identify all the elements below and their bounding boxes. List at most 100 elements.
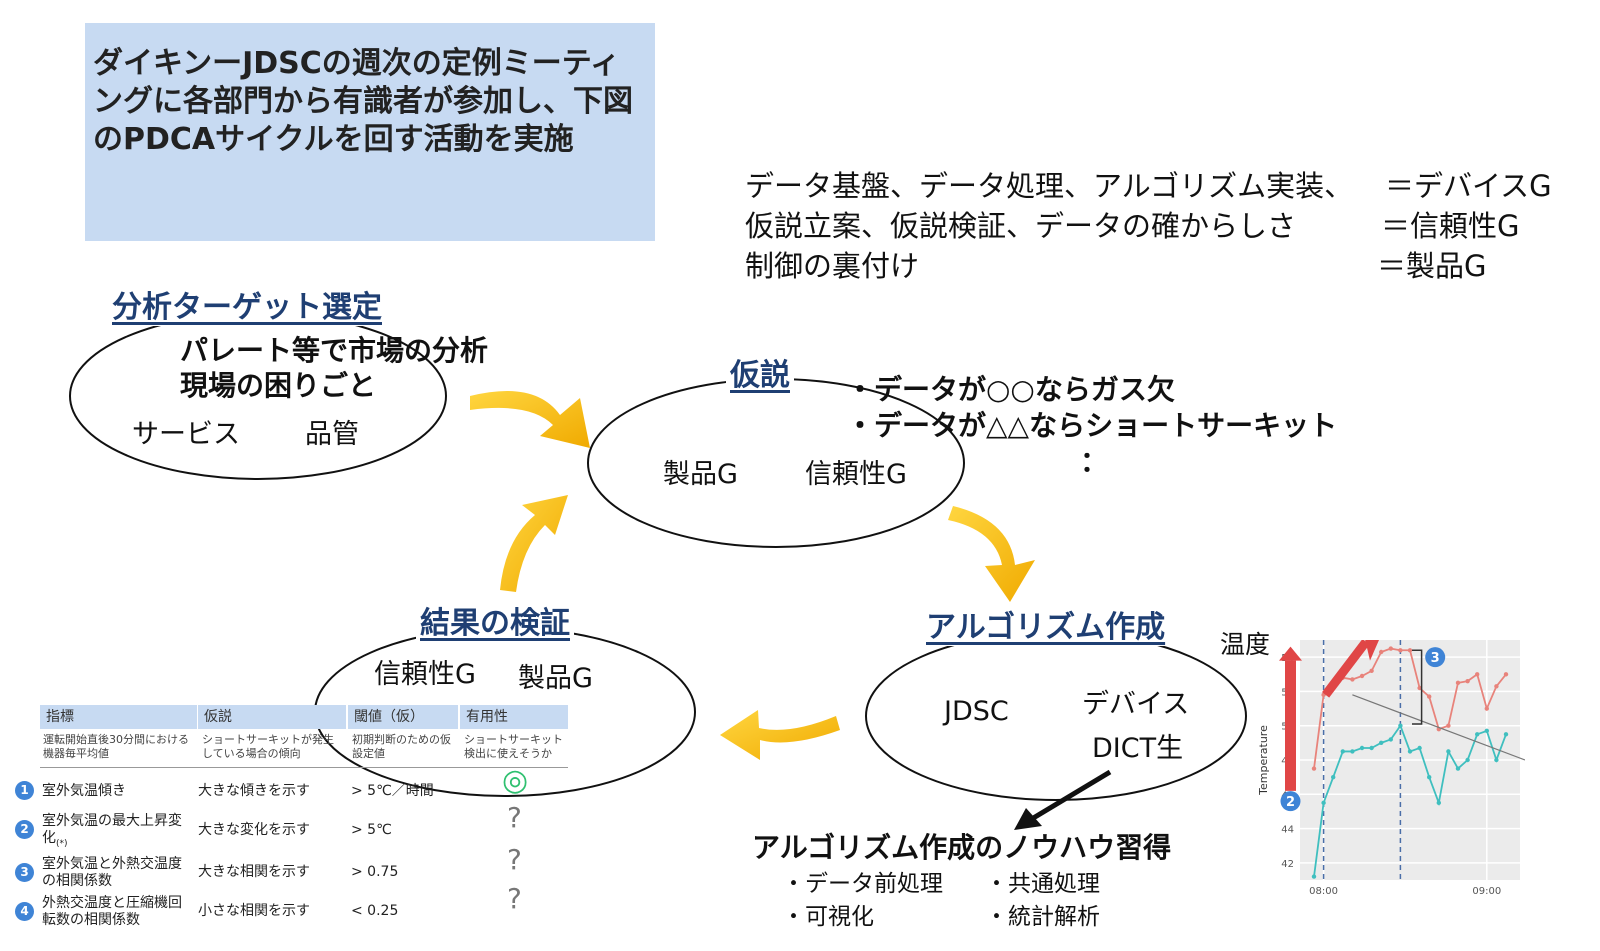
group-assignments: データ基盤、データ処理、アルゴリズム実装、 ＝デバイスG 仮説立案、仮説検証、デ…: [745, 166, 1595, 296]
algorithm-member-dict: DICT生: [1092, 733, 1184, 764]
algorithm-member-device: デバイス: [1082, 689, 1190, 720]
knowhow-item-stats: ・統計解析: [985, 904, 1100, 930]
hypothesis-note-gas: ・データが○○ならガス欠: [846, 373, 1175, 406]
row-threshold: > 0.75: [351, 864, 399, 880]
slope-arrow-head: [1365, 640, 1379, 661]
data-point: [1417, 685, 1422, 691]
data-point: [1484, 728, 1489, 734]
row-threshold: > 5℃／時間: [351, 783, 434, 799]
knowhow-item-visualize: ・可視化: [782, 904, 874, 930]
marker-number: 3: [1431, 651, 1440, 666]
target-member-qa: 品管: [305, 419, 359, 450]
table-subheader-usefulness: ショートサーキット検出に使えそうか: [464, 733, 563, 760]
hypothesis-title: 仮説: [726, 350, 794, 394]
intro-box: ダイキンーJDSCの週次の定例ミーティングに各部門から有識者が参加し、下図のPD…: [85, 23, 655, 241]
target-title: 分析ターゲット選定: [108, 282, 386, 326]
row-usefulness-question: ?: [507, 843, 522, 876]
data-point: [1427, 694, 1432, 699]
data-point: [1321, 800, 1326, 806]
group-row-device: データ基盤、データ処理、アルゴリズム実装、: [745, 166, 1353, 206]
data-point: [1503, 672, 1509, 677]
data-point: [1436, 800, 1441, 806]
data-point: [1388, 737, 1393, 742]
data-point: [1503, 732, 1509, 737]
marker-badge: [1425, 647, 1446, 668]
y-axis-label: Temperature: [1257, 725, 1270, 796]
data-point: [1359, 673, 1365, 679]
row-hypothesis: 大きな変化を示す: [198, 822, 310, 838]
data-point: [1494, 684, 1499, 689]
hypothesis-note-short: ・データが△△ならショートサーキット: [846, 409, 1338, 442]
data-point: [1350, 677, 1355, 682]
row-metric: 外熱交温度と圧縮機回転数の相関係数: [42, 895, 182, 928]
row-usefulness-double-circle: ◎: [502, 763, 529, 798]
group-row-reliability: 仮説立案、仮説検証、データの確からしさ: [745, 206, 1296, 246]
table-subheader-threshold: 初期判断のための仮設定値: [352, 733, 451, 760]
row-metric: 室外気温の最大上昇変化(*): [42, 813, 192, 853]
data-point: [1331, 774, 1336, 780]
data-point: [1446, 749, 1451, 754]
data-point: [1379, 740, 1384, 746]
data-point: [1340, 749, 1345, 754]
hypothesis-note-more: ：: [1080, 445, 1109, 478]
data-point: [1455, 766, 1461, 771]
row-threshold: > 5℃: [351, 822, 392, 838]
y-tick-label: 42: [1281, 859, 1294, 870]
x-tick-label: 09:00: [1472, 886, 1501, 897]
knowhow-arrow-head: [1014, 808, 1042, 830]
data-point: [1398, 648, 1403, 653]
marker-number: 2: [1286, 795, 1295, 810]
data-point: [1455, 680, 1461, 686]
data-point: [1494, 757, 1499, 763]
knowhow-title: アルゴリズム作成のノウハウ習得: [752, 831, 1172, 864]
data-point: [1465, 678, 1470, 684]
row-metric-text: 室外気温の最大上昇変化: [42, 813, 182, 846]
knowhow-item-common: ・共通処理: [985, 871, 1100, 897]
marker-badge: [1280, 791, 1301, 812]
table-header-metric: 指標: [40, 705, 197, 729]
verify-member-product: 製品G: [518, 663, 593, 694]
group-tasks: 制御の裏付け: [745, 249, 920, 283]
y-tick-label: 44: [1281, 825, 1294, 836]
data-point: [1369, 745, 1374, 751]
row-number-badge: 2: [15, 820, 34, 839]
arrow-hypothesis-to-algorithm: [948, 506, 1035, 602]
table-header-threshold: 閾値（仮）: [348, 705, 458, 729]
arrow-target-to-hypothesis: [470, 390, 590, 448]
row-metric: 室外気温と外熱交温度の相関係数: [42, 856, 182, 889]
data-point: [1350, 749, 1355, 754]
row-hypothesis: 小さな相関を示す: [198, 903, 310, 919]
group-tasks: 仮説立案、仮説検証、データの確からしさ: [745, 209, 1297, 243]
group-tasks: データ基盤、データ処理、アルゴリズム実装、: [745, 169, 1354, 203]
hypothesis-member-product: 製品G: [663, 459, 738, 490]
target-line1: パレート等で市場の分析: [180, 334, 489, 367]
verify-title: 結果の検証: [416, 598, 574, 642]
data-point: [1475, 672, 1480, 677]
verify-member-reliability: 信頼性G: [374, 659, 476, 690]
data-point: [1311, 766, 1317, 771]
arrow-verify-to-hypothesis: [500, 495, 568, 592]
row-hypothesis: 大きな相関を示す: [198, 864, 310, 880]
row-number-badge: 1: [15, 781, 34, 800]
algorithm-title: アルゴリズム作成: [922, 602, 1170, 646]
group-label-reliability: ＝信頼性G: [1381, 209, 1520, 243]
slope-arrow: [1322, 640, 1370, 698]
data-point: [1446, 723, 1451, 728]
algorithm-member-jdsc: JDSC: [944, 696, 1009, 727]
table-header-hypothesis: 仮説: [198, 705, 346, 729]
chart-title: 温度: [1220, 630, 1271, 659]
row-metric: 室外気温傾き: [42, 783, 126, 799]
data-point: [1407, 749, 1413, 754]
rise-arrow-shaft: [1285, 660, 1296, 791]
knowhow-arrow: [1028, 769, 1112, 823]
data-point: [1475, 732, 1480, 737]
group-row-product: 制御の裏付け: [745, 246, 919, 286]
row-usefulness-question: ?: [507, 882, 522, 915]
data-point: [1484, 706, 1489, 711]
data-point: [1359, 745, 1365, 751]
data-point: [1379, 649, 1384, 655]
row-usefulness-question: ?: [507, 801, 522, 834]
arrow-algorithm-to-verify: [720, 710, 840, 760]
hypothesis-member-reliability: 信頼性G: [805, 459, 907, 490]
